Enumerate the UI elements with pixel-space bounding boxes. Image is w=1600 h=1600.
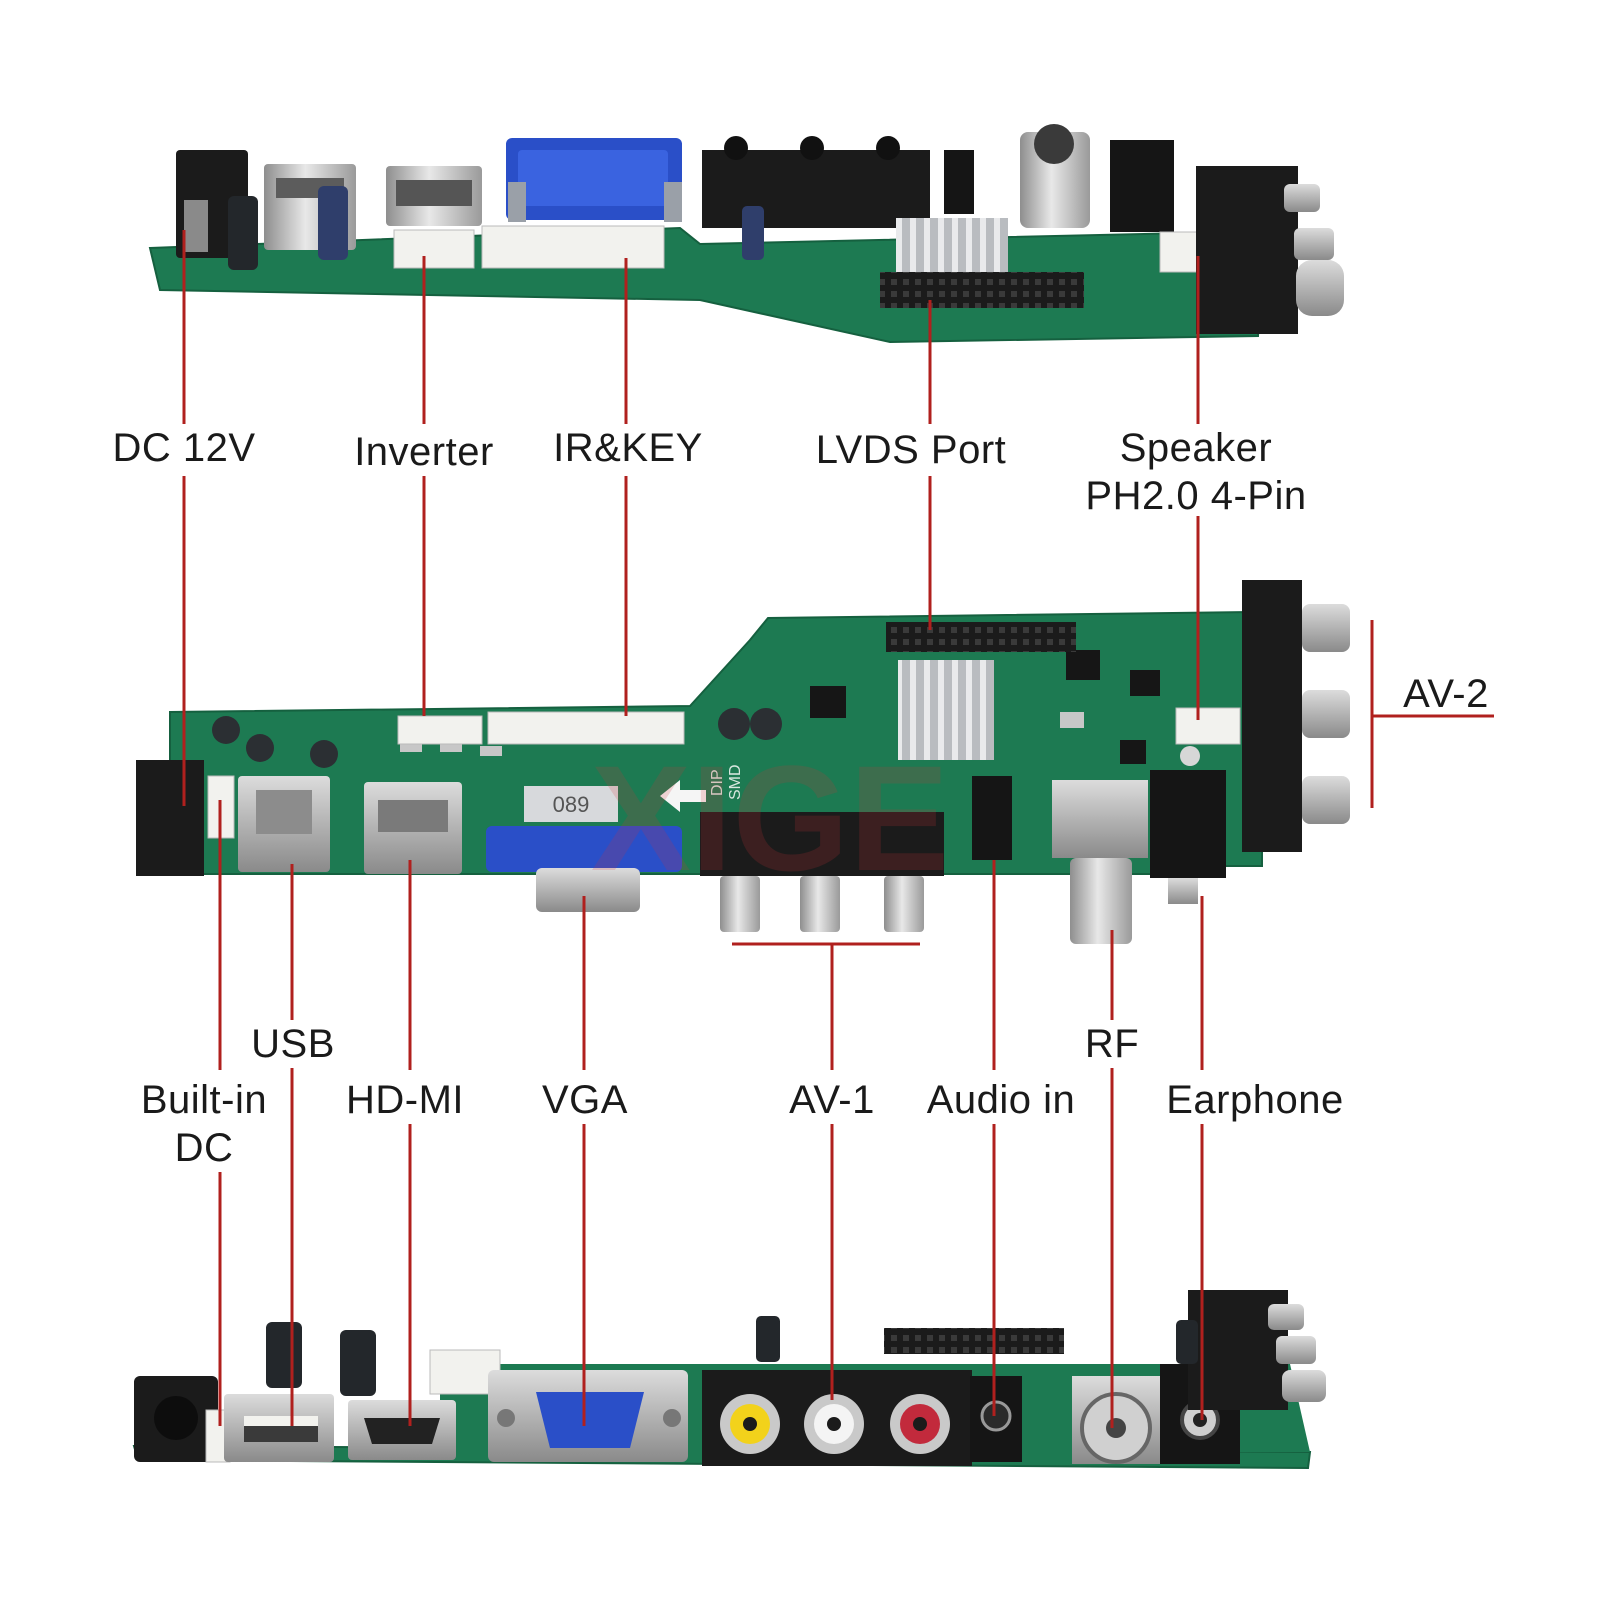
top-irkey-header (481, 225, 665, 269)
chip-label: 089 (553, 792, 590, 817)
middle-heatsink (898, 660, 994, 760)
label-usb: USB (251, 1022, 335, 1066)
label-lvds-port: LVDS Port (815, 428, 1007, 472)
middle-speaker-header (1175, 707, 1241, 745)
middle-earphone-block (1150, 770, 1226, 878)
top-lvds-pins (880, 272, 1084, 308)
label-vga: VGA (542, 1078, 628, 1122)
label-inverter: Inverter (354, 430, 494, 474)
middle-dc-jack (136, 760, 204, 876)
label-built-in-dc: DC (174, 1126, 234, 1170)
label-speaker: Speaker (1119, 426, 1273, 470)
label-earphone: Earphone (1166, 1078, 1344, 1122)
middle-audio-jack (972, 776, 1012, 860)
watermark: XIGE (591, 734, 949, 902)
label-built-in: Built-in (140, 1078, 268, 1122)
middle-av2-block (1242, 580, 1302, 852)
middle-irkey-header (487, 711, 685, 745)
label-rf: RF (1084, 1022, 1140, 1066)
label-ir-key: IR&KEY (553, 426, 703, 470)
bottom-board (132, 1290, 1326, 1470)
middle-vga-port (486, 826, 682, 872)
label-speaker-connector: PH2.0 4-Pin (1085, 474, 1307, 518)
middle-lvds-pins (886, 622, 1076, 652)
silk-smd: SMD (727, 764, 744, 800)
top-rf-port (1020, 132, 1090, 228)
label-av-2: AV-2 (1403, 672, 1489, 716)
label-audio-in: Audio in (926, 1078, 1076, 1122)
middle-inverter-header (397, 715, 483, 745)
label-hd-mi: HD-MI (345, 1078, 465, 1122)
label-dc-12v: DC 12V (112, 426, 256, 470)
silk-dip: DIP (709, 769, 726, 796)
top-av2-block (1196, 166, 1298, 334)
middle-av1-block (700, 812, 944, 876)
top-av1-block (702, 150, 930, 228)
middle-rf-port (1052, 780, 1148, 858)
leader-lines (182, 230, 1494, 1428)
middle-board: 089 DIP SMD XIGE (136, 580, 1350, 944)
top-board (148, 124, 1344, 344)
top-inverter-header (393, 229, 475, 269)
top-heatsink (896, 218, 1008, 278)
label-av-1: AV-1 (789, 1078, 875, 1122)
